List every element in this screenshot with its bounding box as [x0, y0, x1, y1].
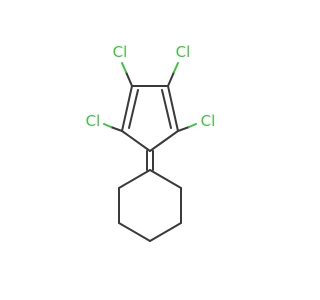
bond-c1-c2: [149, 130, 179, 152]
cyclopentadiene-ring: [121, 85, 179, 152]
bond-h1-h2: [149, 169, 182, 189]
bond-c5-cl: [110, 126, 123, 132]
bond-c2-c3-double: [161, 89, 172, 129]
bond-c5-c1: [121, 130, 151, 152]
cyclohexane-ring: [118, 169, 182, 242]
bond-h3-h4: [149, 222, 182, 242]
atom-labels: Cl Cl Cl Cl: [86, 43, 216, 130]
bond-c3-cl: [167, 71, 175, 87]
bond-c4-cl-green: [121, 62, 127, 73]
bond-c5-cl-green: [103, 123, 112, 128]
bond-c4-cl: [125, 71, 133, 87]
bond-h4-h5: [118, 222, 151, 242]
bond-c3-cl-green: [173, 62, 179, 73]
chlorine-label-lower-left: Cl: [86, 112, 101, 130]
chlorine-label-upper-right: Cl: [176, 43, 191, 61]
bond-c2-c3: [167, 85, 179, 132]
exocyclic-double-bond: [146, 150, 154, 171]
bond-h6-h1: [118, 169, 151, 189]
chlorine-label-upper-left: Cl: [113, 43, 128, 61]
bond-c4-c5: [121, 85, 133, 132]
bond-c4-c5-double: [128, 89, 139, 129]
bond-c2-cl-green: [188, 123, 197, 128]
chlorine-label-lower-right: Cl: [201, 112, 216, 130]
bond-c2-cl: [177, 126, 190, 132]
molecule-structure: Cl Cl Cl Cl: [86, 43, 216, 242]
chlorine-bonds: [103, 62, 197, 132]
